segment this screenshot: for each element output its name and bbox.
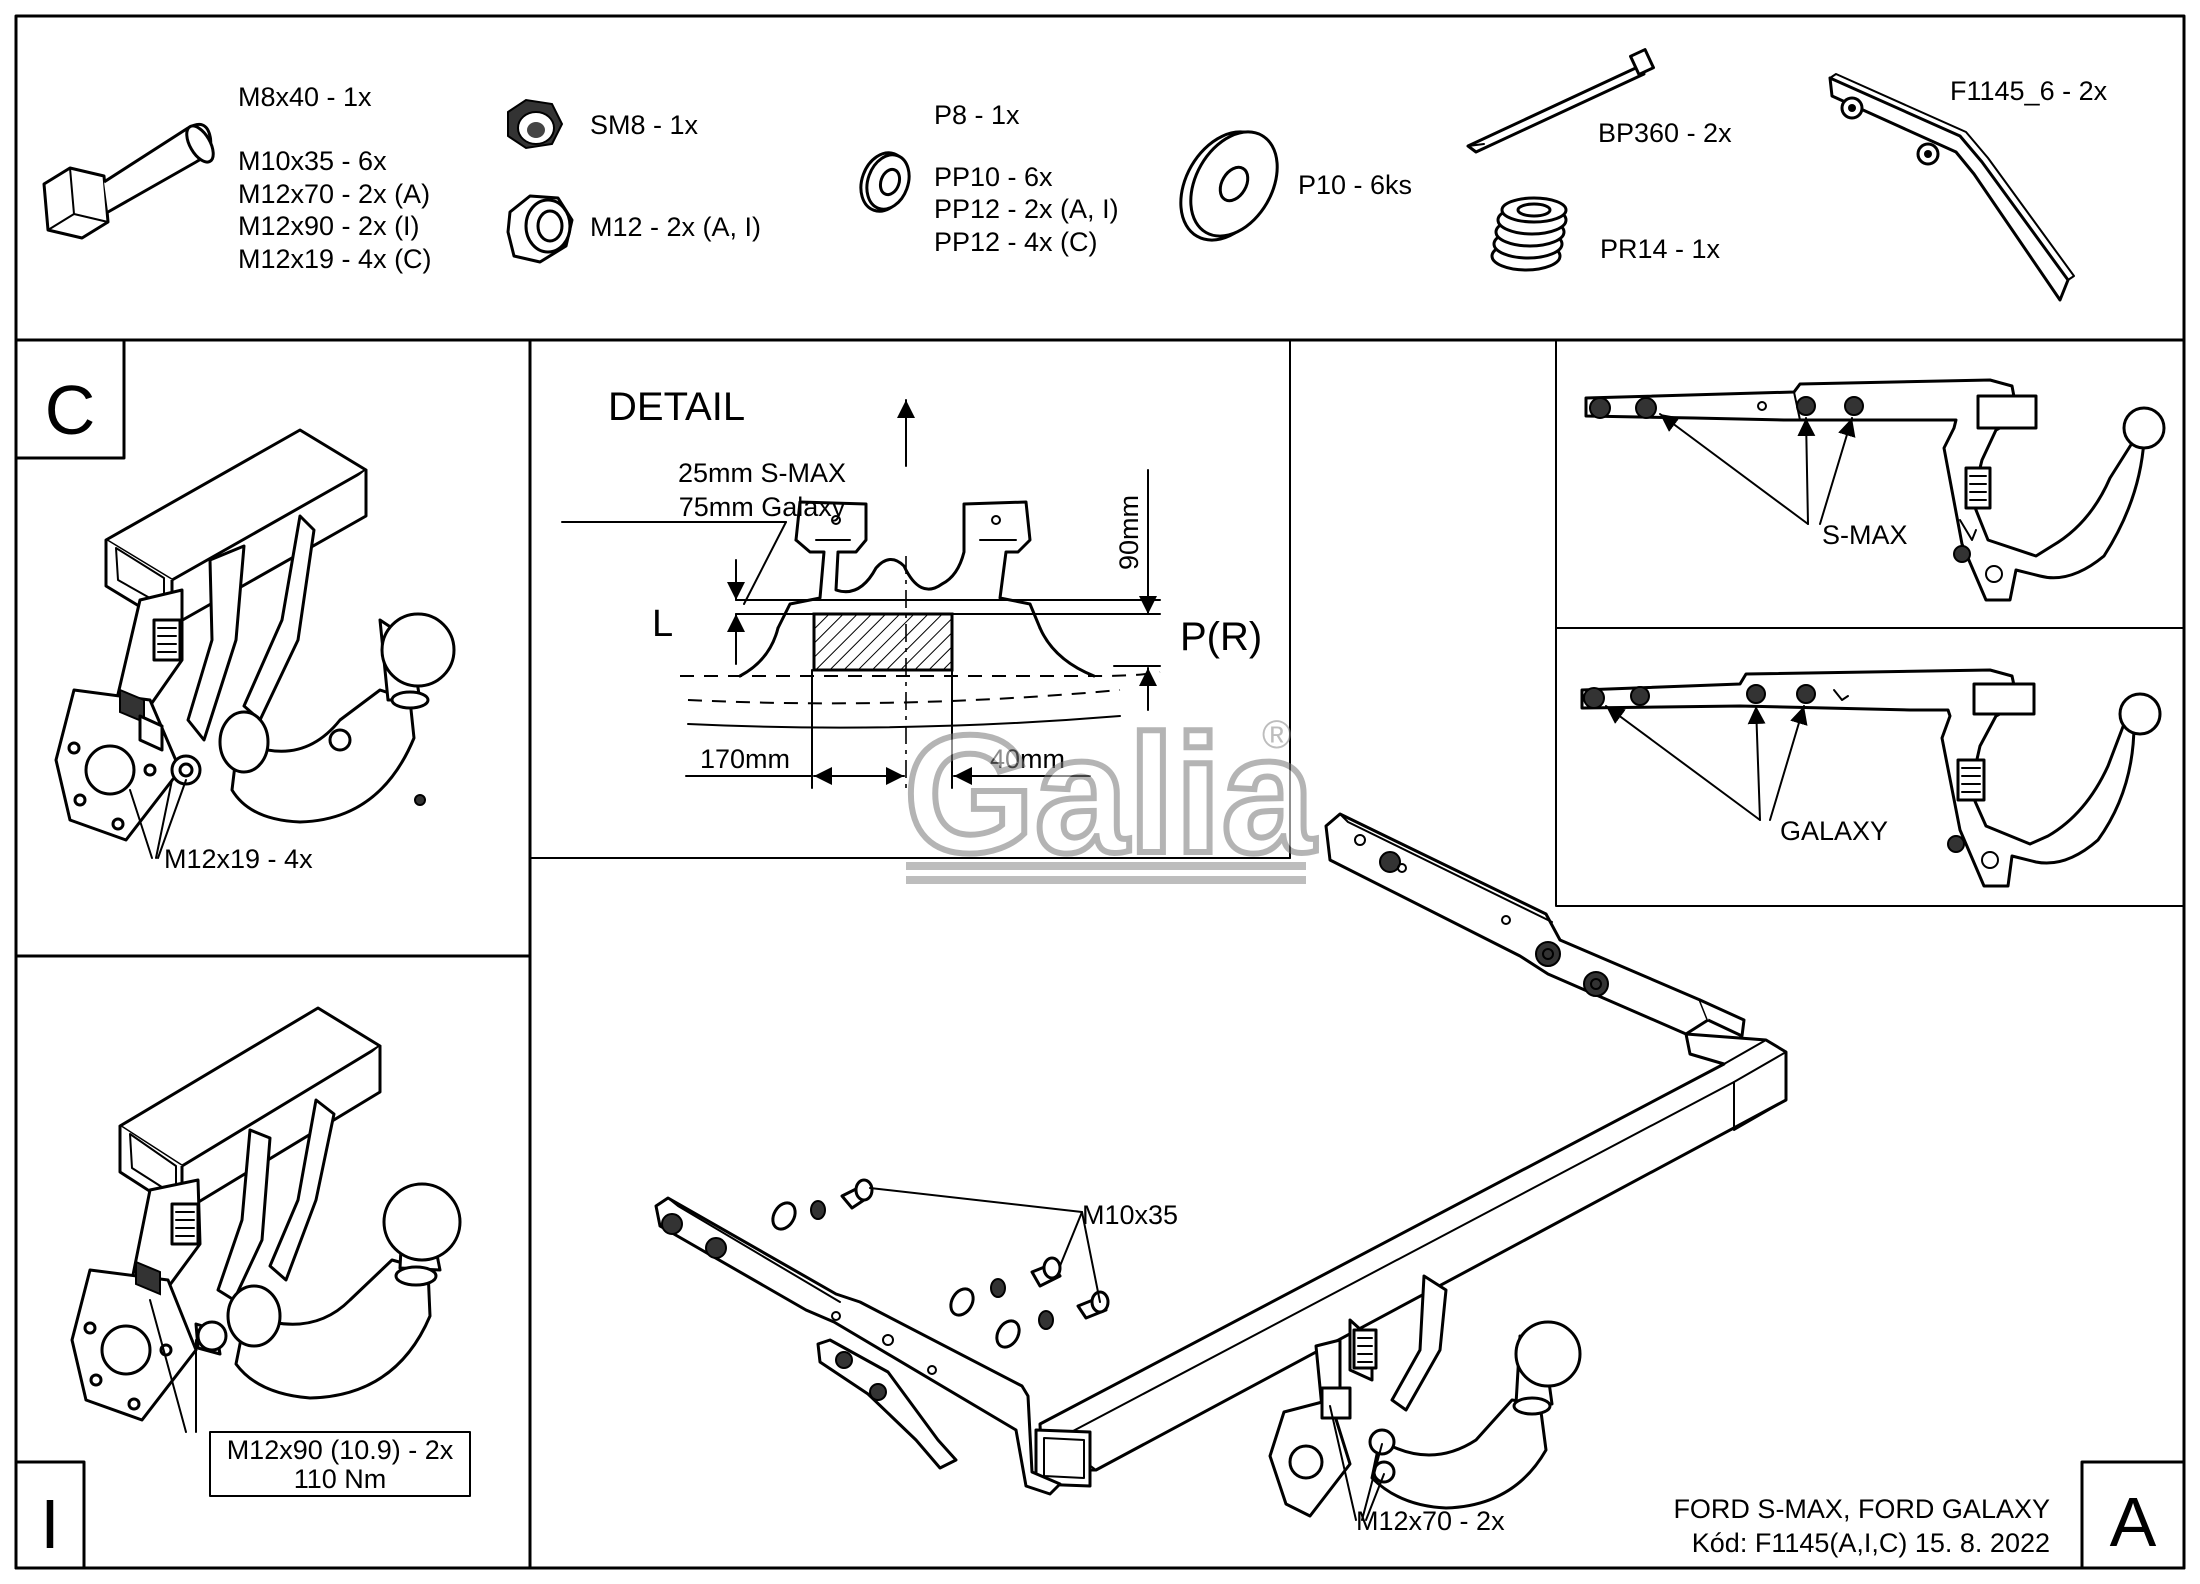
panel-i-bolt-label: M12x90 (10.9) - 2x xyxy=(227,1435,454,1465)
spring-icon xyxy=(1490,196,1568,272)
detail-offset-smax: 25mm S-MAX xyxy=(678,458,846,488)
detail-dim-40: 40mm xyxy=(990,744,1065,774)
panel-c-bolt-label: M12x19 - 4x xyxy=(164,844,313,874)
variant-smax: S-MAX xyxy=(1584,378,2166,602)
m12x19-bolt-icon xyxy=(119,688,202,786)
bolt-m8x40-icon xyxy=(42,122,215,240)
bracket-f1145-label: F1145_6 - 2x xyxy=(1950,76,2108,106)
panel-i-torque-label: 110 Nm xyxy=(294,1464,387,1494)
spring-label: PR14 - 1x xyxy=(1600,234,1721,264)
washer-p10-label: P10 - 6ks xyxy=(1298,170,1412,200)
detail-left-marker: L xyxy=(652,603,673,645)
detail-dim-170: 170mm xyxy=(700,744,790,774)
bolt-m8x40-label: M8x40 - 1x xyxy=(238,82,372,112)
detail-title: DETAIL xyxy=(608,385,745,429)
bolt-m10x35-label: M10x35 - 6x xyxy=(238,146,387,176)
panel-c: C M12x19 - xyxy=(14,338,456,874)
washer-pp10-label: PP10 - 6x xyxy=(934,162,1053,192)
variant-galaxy: GALAXY xyxy=(1580,668,2162,888)
nut-m12-label: M12 - 2x (A, I) xyxy=(590,212,761,242)
detail-right-marker: P(R) xyxy=(1180,615,1262,659)
washer-pp12-a-label: PP12 - 2x (A, I) xyxy=(934,194,1119,224)
panel-i: I M12x90 (10.9) - 2x 110 Nm xyxy=(14,1006,471,1570)
bolt-m12x19-label: M12x19 - 4x (C) xyxy=(238,244,432,274)
detail-height-label: 90mm xyxy=(1114,495,1144,570)
panel-a-ball-label: M12x70 - 2x xyxy=(1356,1506,1505,1536)
panel-a-bolt-label: M10x35 xyxy=(1082,1200,1178,1230)
variant-smax-label: S-MAX xyxy=(1822,520,1908,550)
washer-p8-label: P8 - 1x xyxy=(934,100,1020,130)
nut-sm8-label: SM8 - 1x xyxy=(590,110,699,140)
bolt-m12x70-label: M12x70 - 2x (A) xyxy=(238,179,430,209)
detail-section: DETAIL 25mm S-MAX 75mm Galaxy L 90 xyxy=(561,385,1262,792)
panel-c-letter: C xyxy=(45,371,96,449)
m10x35-bolts-icon xyxy=(771,1178,1110,1349)
galia-logo: Galia ® xyxy=(901,697,1319,891)
panel-i-letter: I xyxy=(40,1485,59,1563)
detail-offset-galaxy: 75mm Galaxy xyxy=(679,492,846,522)
washer-pp12-c-label: PP12 - 4x (C) xyxy=(934,227,1098,257)
nut-sm8-icon xyxy=(507,98,564,150)
panel-a-letter: A xyxy=(2110,1483,2157,1561)
sheet-frame xyxy=(14,14,2186,1570)
panel-a: M10x35 M12x70 - 2x FORD S-MAX, FORD GALA… xyxy=(654,812,2186,1570)
footer-vehicle: FORD S-MAX, FORD GALAXY xyxy=(1673,1494,2050,1524)
bracket-f1145-icon xyxy=(1828,73,2075,302)
nut-m12-icon xyxy=(506,194,574,264)
bolt-m12x90-label: M12x90 - 2x (I) xyxy=(238,211,420,241)
cable-tie-icon xyxy=(1466,48,1655,154)
washer-pp-icon xyxy=(859,151,911,213)
footer-code: Kód: F1145(A,I,C) 15. 8. 2022 xyxy=(1692,1528,2050,1558)
variant-galaxy-label: GALAXY xyxy=(1780,816,1888,846)
registered-mark: ® xyxy=(1262,713,1291,757)
cable-tie-label: BP360 - 2x xyxy=(1598,118,1732,148)
washer-p10-icon xyxy=(1179,130,1279,242)
galia-logo-text: Galia xyxy=(904,700,1316,888)
